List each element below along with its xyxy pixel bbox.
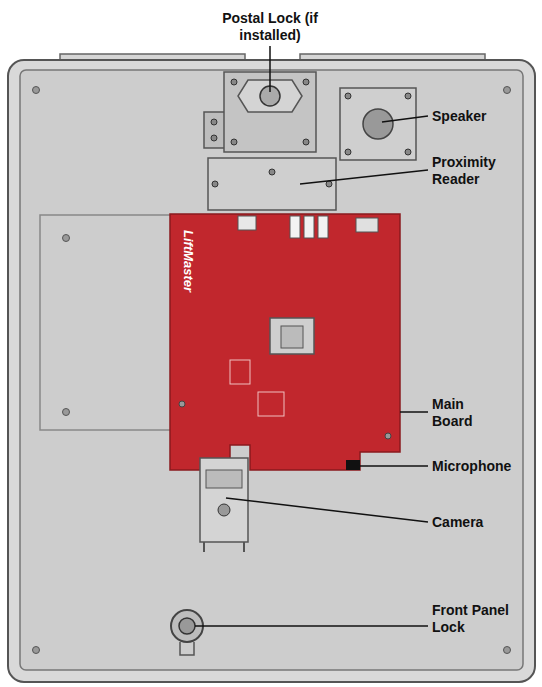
connector [304, 216, 314, 238]
screw [212, 181, 218, 187]
screw [345, 93, 351, 99]
screw [63, 235, 70, 242]
part-label: Main Board [432, 396, 482, 430]
screw [345, 149, 351, 155]
connector [238, 216, 256, 230]
leader-line [300, 170, 428, 184]
camera-leg [243, 542, 245, 552]
camera-lens [218, 504, 230, 516]
lock-cam [180, 642, 194, 655]
camera-leg [203, 542, 205, 552]
lock-cylinder [179, 618, 195, 634]
screw [405, 149, 411, 155]
screw [504, 647, 511, 654]
connector [290, 216, 300, 238]
screw [385, 433, 391, 439]
screw [303, 139, 309, 145]
screw [231, 139, 237, 145]
board-marking [230, 360, 250, 384]
leader-line [400, 411, 428, 413]
lock-bracket [204, 112, 226, 148]
terminal-block [356, 218, 378, 232]
leader-line [195, 625, 428, 627]
leader-line [226, 498, 428, 522]
part-label: Camera [432, 514, 522, 531]
leader-line [360, 465, 428, 467]
screw [33, 647, 40, 654]
part-label: Front Panel Lock [432, 602, 526, 636]
screw [211, 119, 217, 125]
part-label: Proximity Reader [432, 154, 510, 188]
screw [63, 409, 70, 416]
screw [303, 79, 309, 85]
board-marking [258, 392, 284, 416]
screw [231, 79, 237, 85]
part-label: Postal Lock (if installed) [222, 10, 318, 44]
screw [179, 401, 185, 407]
cable-socket [281, 326, 303, 348]
speaker [340, 88, 416, 160]
leader-line [269, 46, 271, 92]
part-label: Microphone [432, 458, 532, 475]
screw [405, 93, 411, 99]
inner-plate [20, 70, 523, 670]
cable-bracket [270, 318, 314, 354]
proximity-reader [208, 158, 336, 210]
microphone [346, 460, 360, 470]
screw [211, 135, 217, 141]
leader-line [382, 116, 428, 122]
screw [33, 87, 40, 94]
brand-logo: LiftMaster [181, 230, 196, 292]
camera-mount [206, 470, 242, 488]
screw [269, 169, 275, 175]
speaker-cone [363, 109, 393, 139]
connector [318, 216, 328, 238]
main-board [170, 214, 400, 470]
housing [8, 60, 535, 682]
screw [326, 181, 332, 187]
part-label: Speaker [432, 108, 522, 125]
screw [504, 87, 511, 94]
